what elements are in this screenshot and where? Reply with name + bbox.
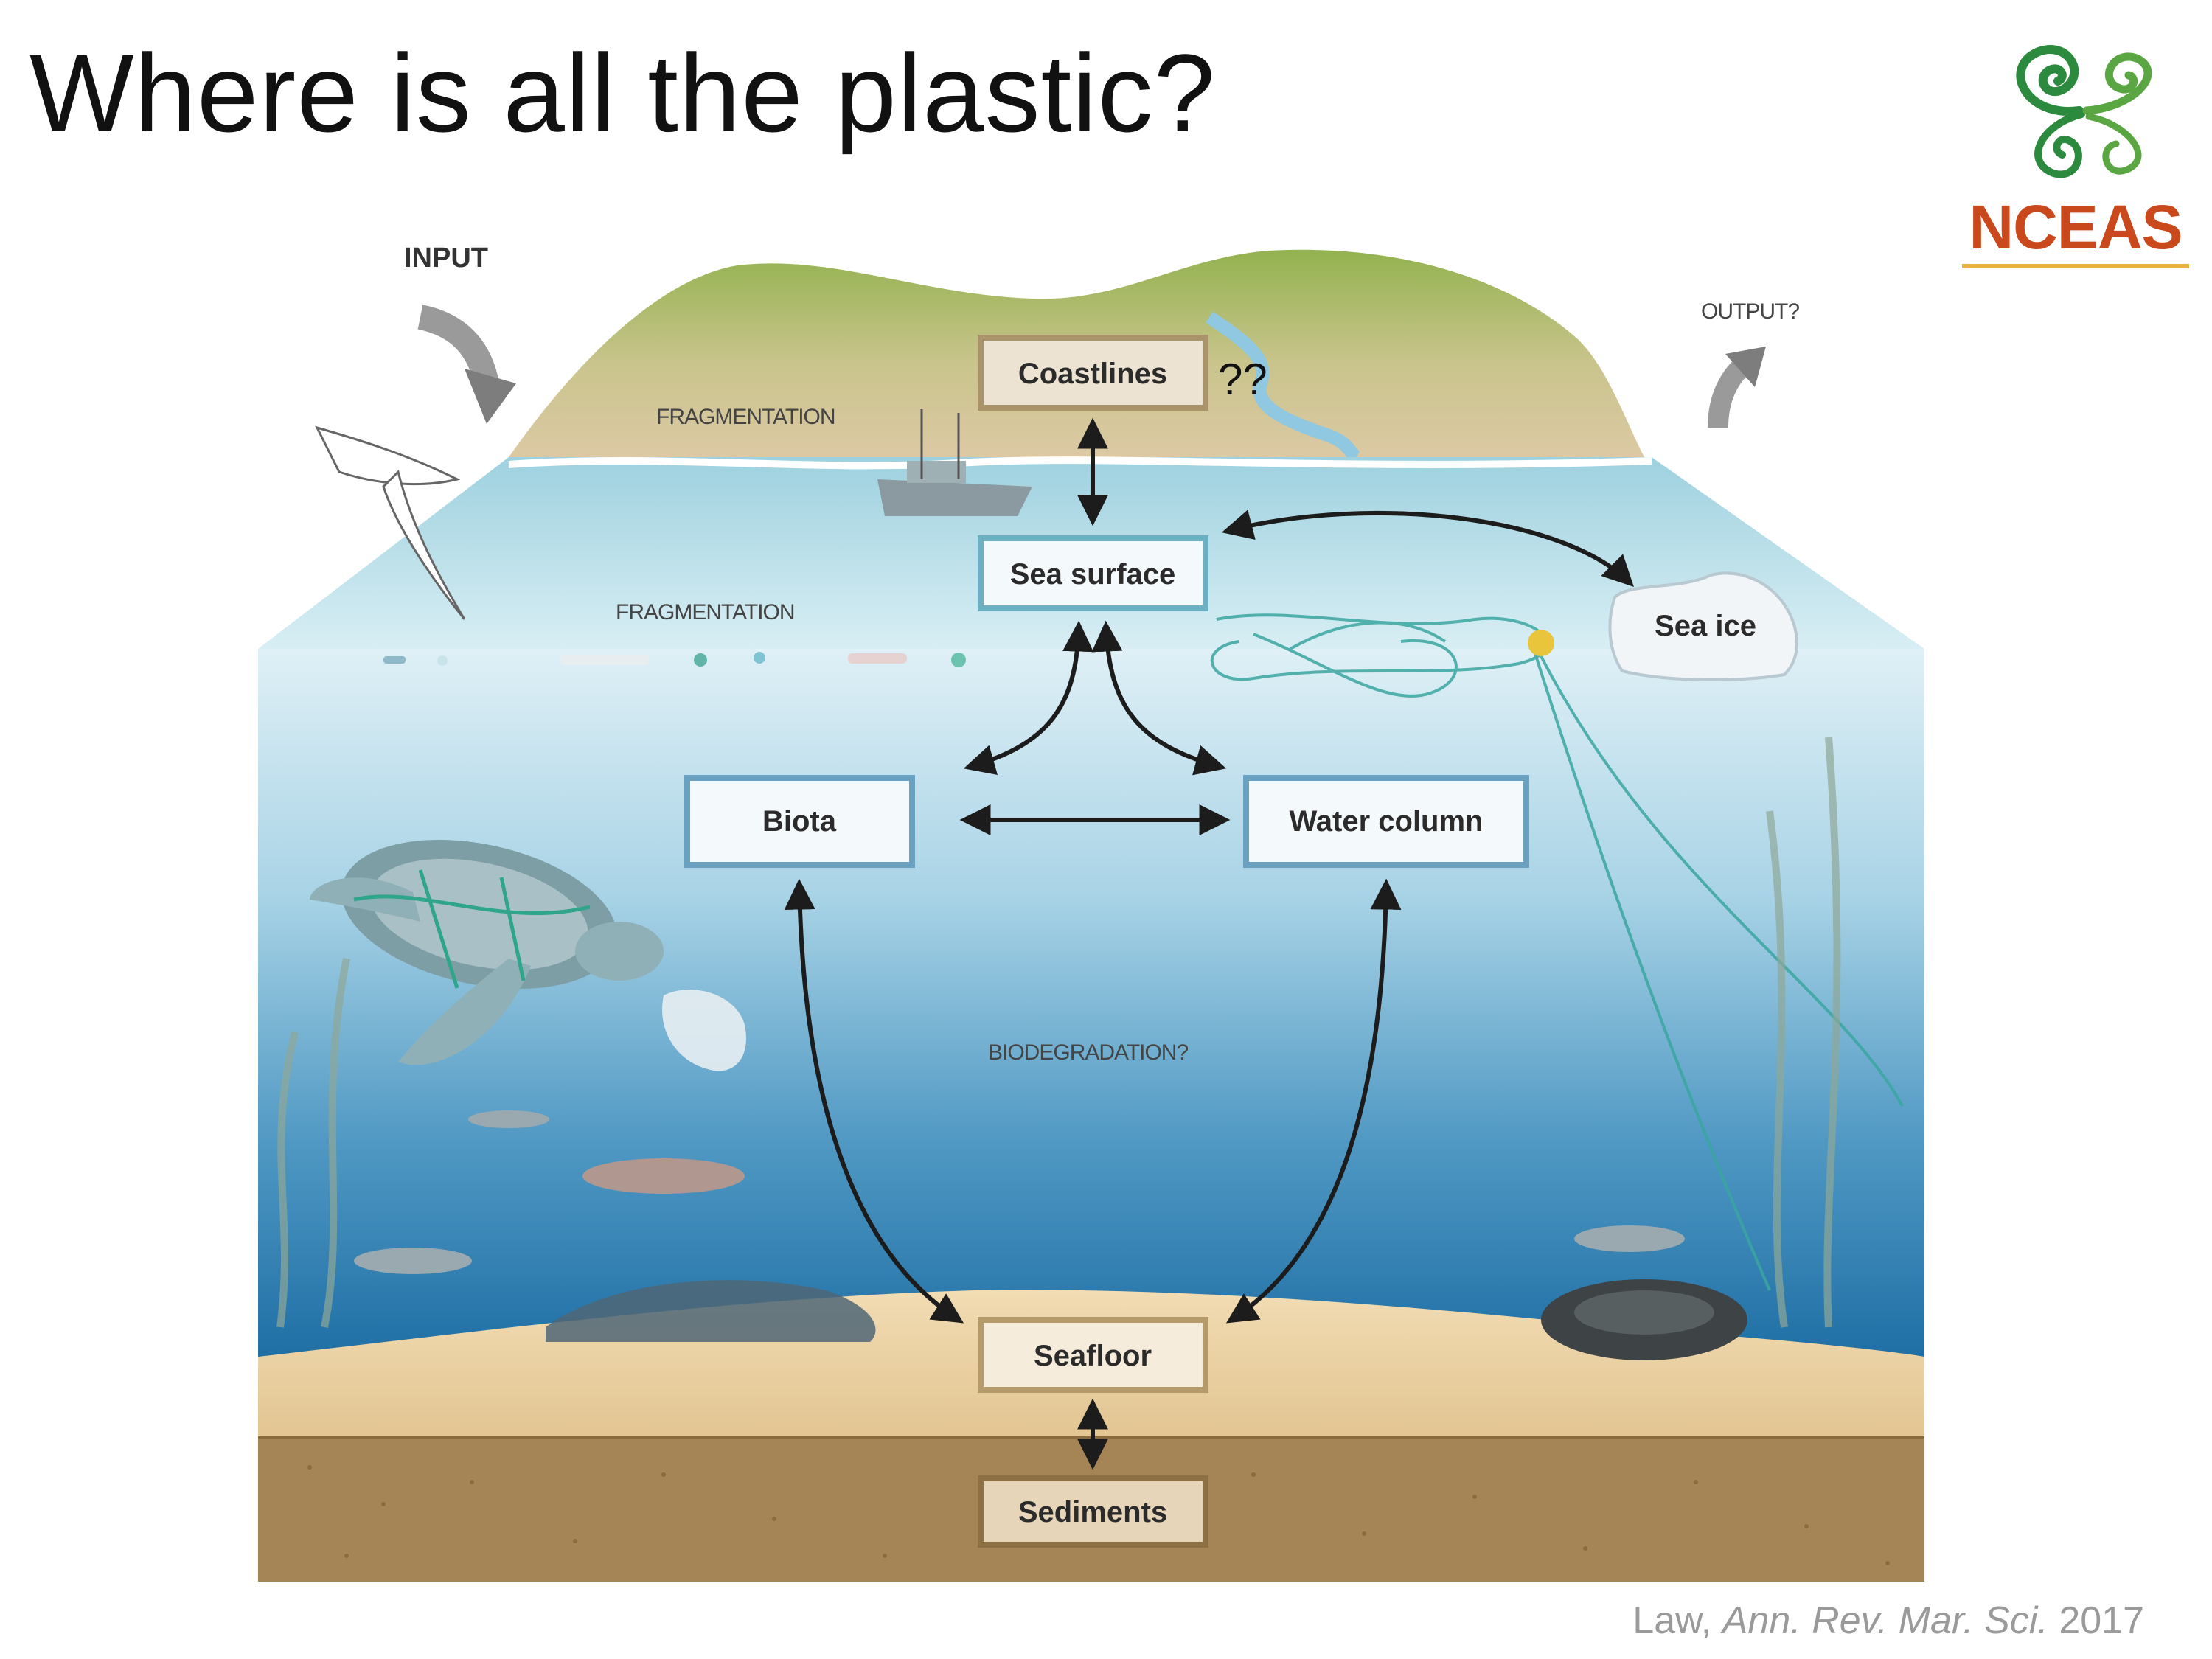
citation-journal: Ann. Rev. Mar. Sci.	[1722, 1599, 2048, 1642]
fishing-boat	[877, 409, 1032, 516]
citation-year: 2017	[2059, 1599, 2144, 1642]
biota-box: Biota	[684, 775, 915, 868]
output-label: OUTPUT?	[1701, 299, 1799, 324]
coastlines-box: Coastlines	[978, 335, 1208, 411]
input-arrow-icon	[417, 305, 499, 386]
butterfly-spiral-icon	[2016, 45, 2152, 178]
net-float	[1528, 630, 1554, 656]
tire	[1541, 1279, 1747, 1360]
arrow-biota-seafloor	[784, 878, 964, 1324]
biota-label: Biota	[762, 805, 837, 838]
biodegradation-label: BIODEGRADATION?	[988, 1040, 1188, 1065]
seaweed	[276, 737, 1841, 1328]
water-column-box: Water column	[1243, 775, 1529, 868]
sea-surface-label: Sea surface	[1010, 558, 1176, 591]
seafloor-label: Seafloor	[1034, 1340, 1152, 1372]
input-label: INPUT	[404, 243, 488, 274]
citation-author: Law,	[1632, 1599, 1712, 1642]
nceas-logo: NCEAS	[1958, 29, 2194, 268]
plastic-bag	[662, 990, 746, 1071]
logo-underline	[1962, 264, 2189, 268]
citation: Law, Ann. Rev. Mar. Sci. 2017	[1632, 1599, 2144, 1643]
question-marks: ??	[1218, 355, 1267, 404]
fish-group	[354, 1110, 1685, 1274]
water-column-label: Water column	[1290, 805, 1484, 838]
slide-title: Where is all the plastic?	[29, 31, 1217, 155]
sea-surface-box: Sea surface	[978, 535, 1208, 611]
sediments-label: Sediments	[1018, 1496, 1167, 1528]
fragmentation-land-label: FRAGMENTATION	[656, 405, 835, 429]
arrow-surface-biota	[963, 620, 1094, 775]
ghost-net	[1210, 613, 1904, 1291]
logo-text: NCEAS	[1969, 192, 2183, 262]
sea-ice	[1608, 571, 1798, 681]
sea-ice-label: Sea ice	[1655, 610, 1756, 642]
floating-debris	[383, 652, 966, 667]
sediments-box: Sediments	[978, 1475, 1208, 1548]
albatross	[315, 425, 466, 620]
arrow-surface-seaice	[1221, 509, 1634, 587]
sea-turtle	[310, 840, 664, 1065]
fragmentation-sea-label: FRAGMENTATION	[616, 600, 795, 625]
river	[1206, 311, 1361, 464]
flow-arrows	[784, 417, 1634, 1470]
surface-waterline	[508, 456, 1652, 470]
arrow-surface-watercolumn	[1091, 620, 1227, 776]
coastlines-label: Coastlines	[1018, 358, 1167, 390]
arrow-watercolumn-seafloor	[1225, 878, 1402, 1324]
seafloor-box: Seafloor	[978, 1317, 1208, 1393]
